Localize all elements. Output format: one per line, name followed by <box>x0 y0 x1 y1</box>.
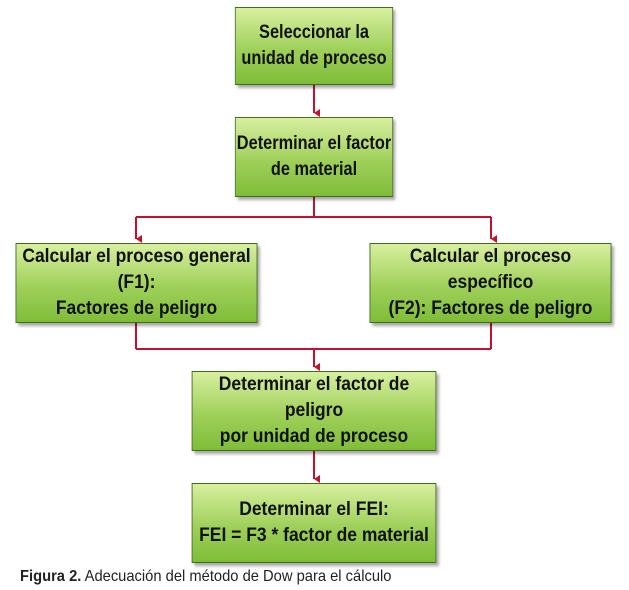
node-specific-process: Calcular el proceso específico (F2): Fac… <box>369 243 612 323</box>
figure-caption-text: Adecuación del método de Dow para el cál… <box>81 568 392 585</box>
node-select-unit-text: Seleccionar la unidad de proceso <box>241 22 387 69</box>
node-fei: Determinar el FEI: FEI = F3 * factor de … <box>191 483 437 563</box>
node-material-factor-text: Determinar el factor de material <box>236 133 392 180</box>
figure-caption: Figura 2. Adecuación del método de Dow p… <box>20 568 391 586</box>
node-fei-text: Determinar el FEI: FEI = F3 * factor de … <box>199 499 429 546</box>
node-hazard-factor: Determinar el factor de peligro por unid… <box>191 371 437 451</box>
node-general-process: Calcular el proceso general (F1): Factor… <box>15 243 258 323</box>
node-select-unit: Seleccionar la unidad de proceso <box>234 7 394 85</box>
node-hazard-factor-text: Determinar el factor de peligro por unid… <box>218 374 410 447</box>
figure-caption-label: Figura 2. <box>20 568 82 585</box>
node-general-process-text: Calcular el proceso general (F1): Factor… <box>22 246 251 319</box>
node-material-factor: Determinar el factor de material <box>234 117 394 197</box>
node-specific-process-text: Calcular el proceso específico (F2): Fac… <box>388 246 593 319</box>
